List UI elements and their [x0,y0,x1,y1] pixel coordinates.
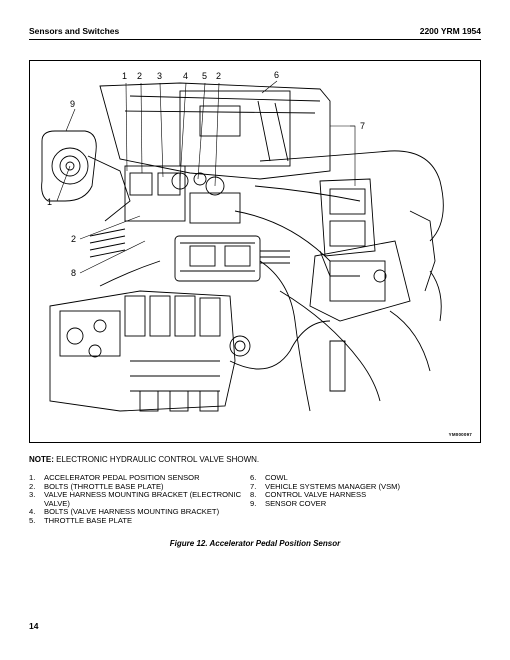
note-text: ELECTRONIC HYDRAULIC CONTROL VALVE SHOWN… [56,455,260,464]
legend-item: 3. VALVE HARNESS MOUNTING BRACKET (ELECTR… [29,490,244,508]
figure-illustration: 1 2 3 4 5 2 6 7 9 1 2 8 YM000097 [29,60,481,443]
note-label: NOTE: [29,455,54,464]
engine-compartment-drawing: 1 2 3 4 5 2 6 7 9 1 2 8 [41,70,444,412]
legend-item: 1. ACCELERATOR PEDAL POSITION SENSOR [29,473,244,483]
callout-2: 2 [137,71,142,81]
legend-text: THROTTLE BASE PLATE [44,515,133,525]
legend-text: SENSOR COVER [265,498,327,508]
legend-number: 9. [250,498,257,508]
legend-text: ACCELERATOR PEDAL POSITION SENSOR [44,473,200,482]
legend-right: 6. COWL 7. VEHICLE SYSTEMS MANAGER (VSM) 8… [250,473,470,509]
section-title: Sensors and Switches [29,26,120,36]
legend-number: 3. [29,490,36,500]
callout-1: 1 [122,71,127,81]
legend-number: 4. [29,507,36,517]
legend-item: 6. COWL [250,473,470,483]
legend-text: COWL [265,473,288,482]
legend-number: 8. [250,490,257,500]
page-number: 14 [29,621,39,631]
callout-6: 6 [274,70,279,80]
callout-2b: 2 [216,71,221,81]
legend-number: 6. [250,473,257,482]
legend-left: 1. ACCELERATOR PEDAL POSITION SENSOR 2. BO… [29,473,244,526]
figure-caption: Figure 12. Accelerator Pedal Position Se… [169,539,341,548]
legend-number: 2. [29,481,36,491]
callout-7: 7 [360,121,365,131]
callout-9: 9 [70,99,75,109]
legend-text: VALVE HARNESS MOUNTING BRACKET (ELECTRON… [44,490,242,508]
legend-item: 2. BOLTS (THROTTLE BASE PLATE) [29,481,244,492]
callout-1b: 1 [47,197,52,207]
legend-item: 8. CONTROL VALVE HARNESS [250,491,470,500]
legend-item: 4. BOLTS (VALVE HARNESS MOUNTING BRACKET) [29,508,244,517]
header-rule [29,39,481,40]
legend-text: CONTROL VALVE HARNESS [265,490,367,500]
manual-code: 2200 YRM 1954 [419,26,481,36]
callout-8: 8 [71,268,76,278]
legend-item: 7. VEHICLE SYSTEMS MANAGER (VSM) [250,481,470,492]
legend-text: BOLTS (THROTTLE BASE PLATE) [44,481,164,491]
legend-item: 9. SENSOR COVER [250,498,470,509]
callout-4: 4 [183,71,188,81]
callout-2c: 2 [71,234,76,244]
legend-number: 7. [250,481,257,491]
legend-text: BOLTS (VALVE HARNESS MOUNTING BRACKET) [44,507,220,517]
legend-number: 5. [29,515,36,525]
legend-item: 5. THROTTLE BASE PLATE [29,515,244,526]
note: NOTE: ELECTRONIC HYDRAULIC CONTROL VALVE… [29,455,259,464]
callout-5: 5 [202,71,207,81]
figure-image-id: YM000097 [448,432,472,437]
legend-number: 1. [29,473,36,482]
legend-text: VEHICLE SYSTEMS MANAGER (VSM) [265,481,401,491]
callout-3: 3 [157,71,162,81]
